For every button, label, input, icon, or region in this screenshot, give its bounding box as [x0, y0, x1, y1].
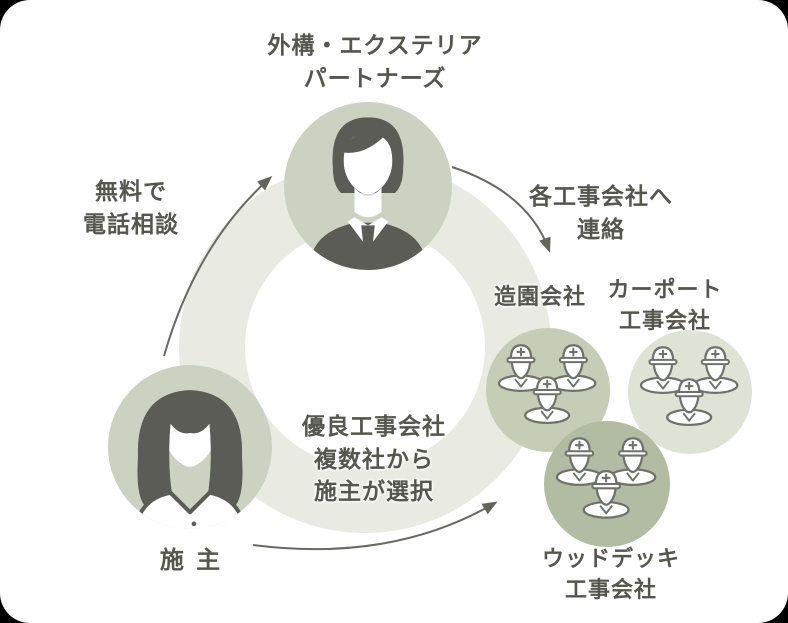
contact-label-line2: 連絡 — [577, 216, 625, 243]
businessman-icon — [308, 117, 428, 270]
woman-icon — [133, 390, 247, 529]
consult-label-line1: 無料で — [95, 179, 167, 205]
carport-company-circle — [628, 330, 752, 454]
owner-selects-label: 優良工事会社 複数社から 施主が選択 — [302, 411, 446, 509]
partners-circle — [284, 102, 452, 270]
workers-icon — [639, 346, 739, 427]
partners-label: 外構・エクステリア パートナーズ — [267, 30, 482, 95]
carport-label-line2: 工事会社 — [618, 309, 712, 335]
carport-label-line1: カーポート — [607, 278, 723, 303]
free-phone-consult-label: 無料で 電話相談 — [83, 176, 179, 241]
workers-icon — [555, 437, 657, 519]
carport-company-label: カーポート 工事会社 — [607, 275, 722, 337]
wooddeck-label-line2: 工事会社 — [564, 578, 658, 604]
wooddeck-company-label: ウッドデッキ 工事会社 — [542, 544, 680, 606]
wooddeck-label-line1: ウッドデッキ — [541, 547, 681, 572]
owner-label: 施 主 — [159, 546, 223, 574]
contact-companies-label: 各工事会社へ 連絡 — [529, 181, 673, 246]
partners-label-line1: 外構・エクステリア — [267, 33, 483, 59]
owner-circle — [108, 365, 272, 529]
landscaping-company-label: 造園会社 — [493, 285, 587, 310]
wooddeck-company-circle — [544, 421, 670, 547]
partners-label-line2: パートナーズ — [303, 65, 447, 92]
select-label-line3: 施主が選択 — [314, 479, 434, 506]
select-label-line2: 複数社から — [314, 446, 434, 473]
consult-label-line2: 電話相談 — [83, 211, 179, 238]
select-label-line1: 優良工事会社 — [302, 414, 446, 440]
contact-label-line1: 各工事会社へ — [529, 184, 673, 210]
